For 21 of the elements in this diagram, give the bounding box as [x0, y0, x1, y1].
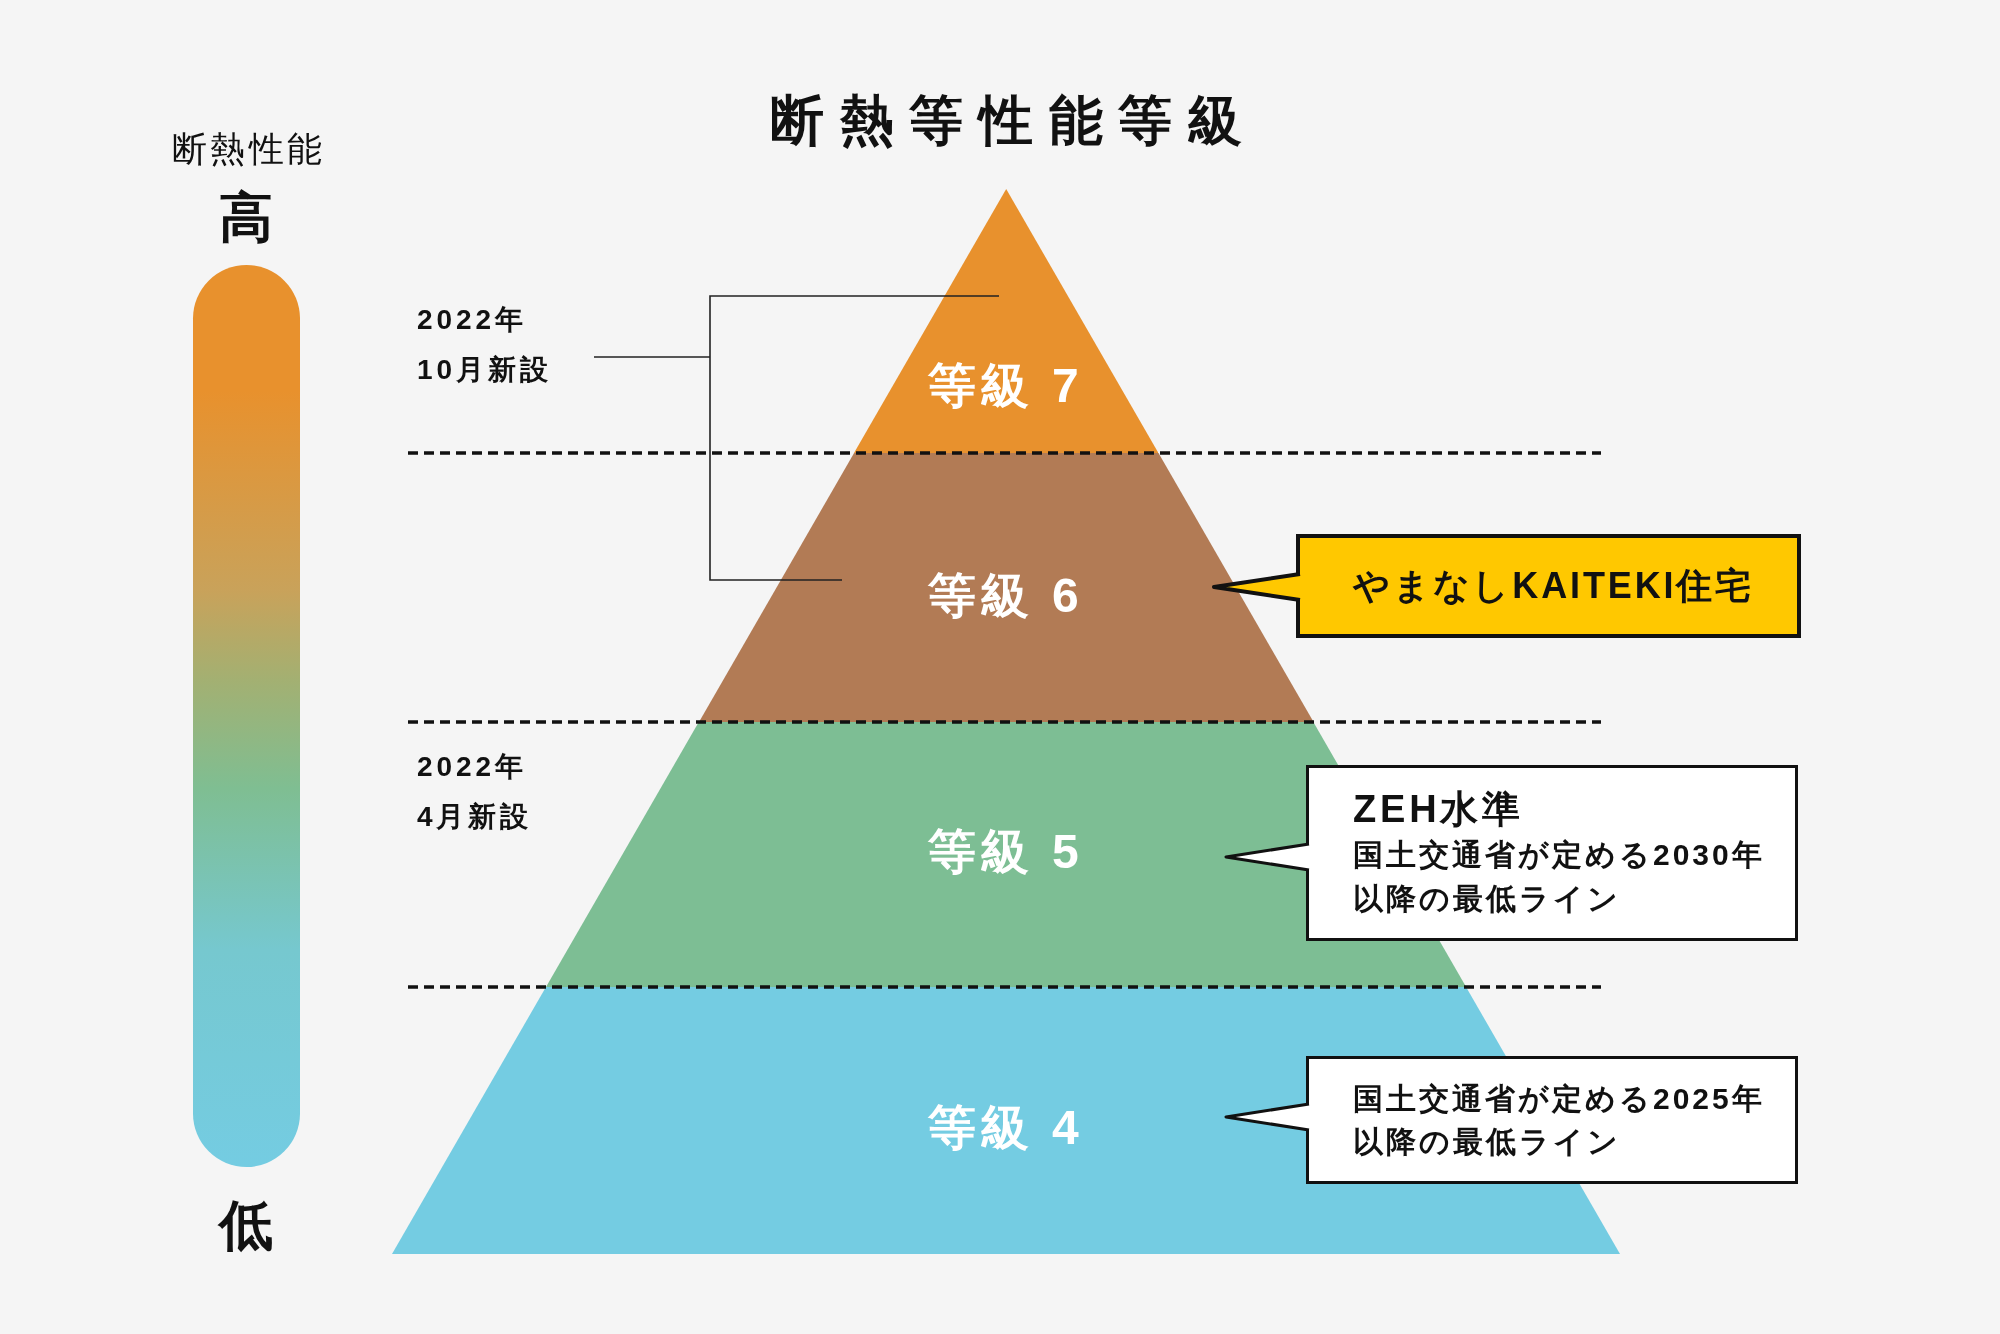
tier-label: 等級 5 — [928, 824, 1084, 880]
diagram-title: 断熱等性能等級 — [769, 89, 1258, 152]
date-note: 2022年4月新設 — [417, 750, 534, 834]
tier-label: 等級 7 — [928, 358, 1084, 414]
callout-text: やまなしKAITEKI住宅 — [1352, 563, 1755, 608]
tier-label: 等級 4 — [928, 1100, 1084, 1156]
callout-pointer — [1224, 842, 1311, 872]
callout-text: 国土交通省が定める2025年以降の最低ライン — [1353, 1080, 1766, 1160]
callout-box — [1306, 1056, 1798, 1184]
callout-box — [1296, 534, 1801, 638]
callout-heading: ZEH水準 — [1353, 786, 1524, 832]
callout-text: 国土交通省が定める2030年以降の最低ライン — [1353, 837, 1766, 917]
tier-label: 等級 6 — [928, 568, 1084, 624]
scale-low-label: 低 — [219, 1194, 273, 1257]
pyramid-tier — [698, 453, 1314, 722]
date-note: 2022年10月新設 — [417, 303, 553, 387]
callout-pointer — [1212, 572, 1302, 602]
callout-pointer — [1224, 1102, 1311, 1132]
callout-box — [1306, 765, 1798, 941]
scale-heading: 断熱性能 — [170, 128, 326, 170]
scale-high-label: 高 — [219, 186, 273, 249]
